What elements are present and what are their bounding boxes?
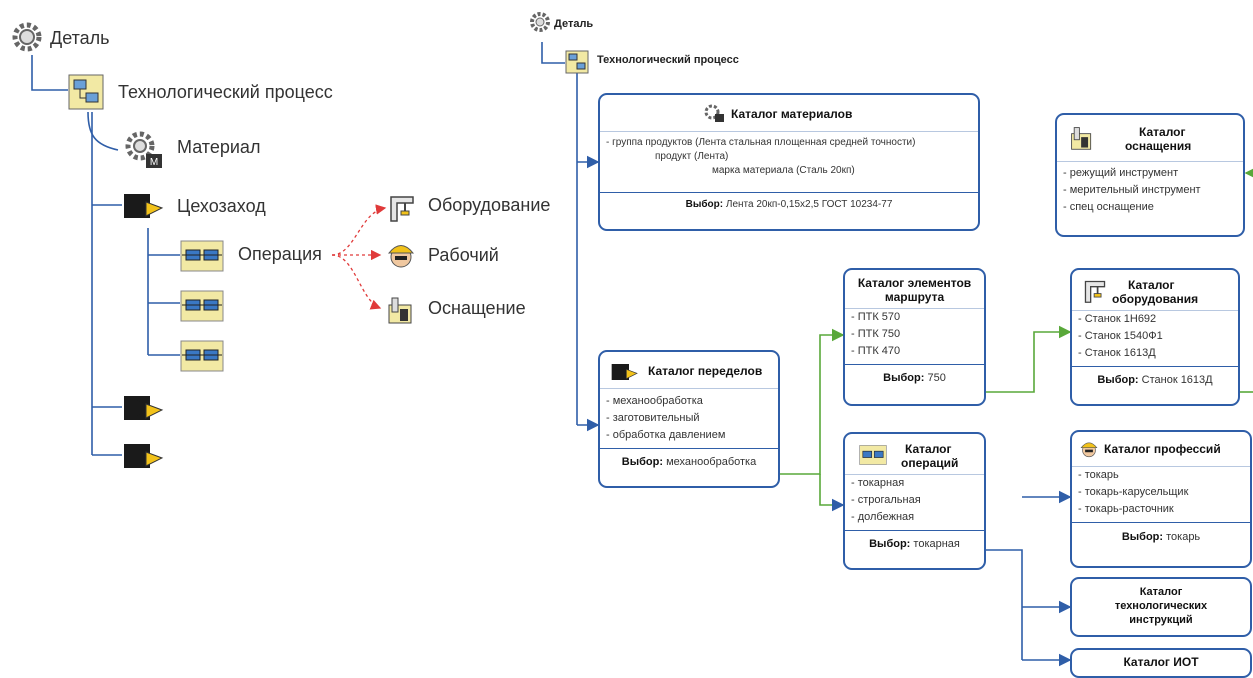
instructions-catalog-title-1: Каталог xyxy=(1139,586,1183,598)
professions-catalog: Каталог профессий - токарь - токарь-кару… xyxy=(1070,430,1252,568)
svg-text:M: M xyxy=(150,157,158,168)
stages-catalog: Каталог переделов - механообработка - за… xyxy=(598,350,780,488)
tooling-catalog-title-2: оснащения xyxy=(1125,139,1192,153)
equipment-catalog-title-2: оборудования xyxy=(1112,292,1199,306)
iot-catalog: Каталог ИОТ xyxy=(1070,648,1252,678)
instructions-catalog-title-3: инструкций xyxy=(1129,614,1193,626)
tooling-item-2: - мерительный инструмент xyxy=(1063,184,1201,196)
materials-line-2: продукт (Лента) xyxy=(655,151,729,162)
gear-icon-small xyxy=(528,10,552,39)
operations-item-2: - строгальная xyxy=(851,494,921,506)
operations-item-1: - токарная xyxy=(851,477,905,489)
tooling-catalog-icon xyxy=(1069,125,1095,156)
stages-item-2: - заготовительный xyxy=(606,412,700,424)
equipment-selection: Выбор: Станок 1613Д xyxy=(1097,374,1213,386)
route-catalog: Каталог элементов маршрута - ПТК 570 - П… xyxy=(843,268,986,406)
professions-item-1: - токарь xyxy=(1078,469,1119,481)
operations-item-3: - долбежная xyxy=(851,511,915,523)
process-label-small: Технологический процесс xyxy=(597,54,739,66)
operation-icon-2 xyxy=(180,290,224,327)
detail-label-small: Деталь xyxy=(554,18,594,30)
process-icon-small xyxy=(565,50,589,79)
equipment-catalog: Каталог оборудования - Станок 1Н692 - Ст… xyxy=(1070,268,1240,406)
process-icon xyxy=(68,74,104,115)
workshop-icon xyxy=(122,188,166,229)
process-label: Технологический процесс xyxy=(118,82,333,102)
operations-catalog-title-2: операций xyxy=(901,456,959,470)
tooling-catalog-title-1: Каталог xyxy=(1139,125,1186,139)
route-item-3: - ПТК 470 xyxy=(851,345,901,357)
materials-line-3: марка материала (Сталь 20кп) xyxy=(712,165,855,176)
operations-selection: Выбор: токарная xyxy=(869,538,960,550)
workshop-icon-3 xyxy=(122,438,166,479)
professions-item-3: - токарь-расточник xyxy=(1078,503,1174,515)
stages-item-3: - обработка давлением xyxy=(606,429,726,441)
operation-label: Операция xyxy=(238,244,322,264)
equipment-item-2: - Станок 1540Ф1 xyxy=(1078,330,1163,342)
materials-line-1: - группа продуктов (Лента стальная площе… xyxy=(606,137,916,148)
equipment-item-3: - Станок 1613Д xyxy=(1078,347,1156,359)
operations-catalog-icon xyxy=(859,444,887,471)
stages-item-1: - механообработка xyxy=(606,395,703,407)
workshop-label: Цехозаход xyxy=(177,196,266,216)
detail-label: Деталь xyxy=(50,28,110,48)
professions-catalog-title: Каталог профессий xyxy=(1104,442,1221,456)
material-label: Материал xyxy=(177,137,261,157)
iot-catalog-title: Каталог ИОТ xyxy=(1123,655,1199,669)
route-item-2: - ПТК 750 xyxy=(851,328,901,340)
tooling-catalog: Каталог оснащения - режущий инструмент -… xyxy=(1055,113,1245,237)
tooling-label: Оснащение xyxy=(428,298,526,318)
route-item-1: - ПТК 570 xyxy=(851,311,901,323)
professions-selection: Выбор: токарь xyxy=(1121,531,1201,543)
gear-icon xyxy=(10,20,44,59)
materials-catalog: Каталог материалов - группа продуктов (Л… xyxy=(598,93,980,231)
professions-catalog-icon xyxy=(1078,438,1100,465)
materials-catalog-header: Каталог материалов xyxy=(600,95,978,131)
route-catalog-title-1: Каталог элементов xyxy=(857,276,972,290)
instructions-catalog: Каталог технологических инструкций xyxy=(1070,577,1252,637)
equipment-catalog-title-1: Каталог xyxy=(1128,278,1175,292)
equipment-item-1: - Станок 1Н692 xyxy=(1078,313,1157,325)
worker-icon xyxy=(384,238,418,277)
material-icon: M xyxy=(122,128,166,177)
instructions-catalog-title-2: технологических xyxy=(1114,600,1208,612)
tooling-item-3: - спец оснащение xyxy=(1063,201,1154,213)
equipment-icon xyxy=(387,193,417,228)
operations-catalog: Каталог операций - токарная - строгальна… xyxy=(843,432,986,570)
route-catalog-title-2: маршрута xyxy=(884,290,945,304)
materials-catalog-title: Каталог материалов xyxy=(731,107,853,121)
stages-selection: Выбор: механообработка xyxy=(621,456,757,468)
operation-icon xyxy=(180,240,224,277)
tooling-item-1: - режущий инструмент xyxy=(1063,167,1179,179)
materials-selection: Выбор: Лента 20кп-0,15х2,5 ГОСТ 10234-77 xyxy=(685,199,893,210)
workshop-icon-2 xyxy=(122,390,166,431)
professions-item-2: - токарь-карусельщик xyxy=(1078,486,1189,498)
operations-catalog-title-1: Каталог xyxy=(905,442,952,456)
stages-catalog-title: Каталог переделов xyxy=(648,364,763,378)
stages-catalog-icon xyxy=(610,360,640,389)
worker-label: Рабочий xyxy=(428,245,499,265)
equipment-label: Оборудование xyxy=(428,195,551,215)
materials-gear-icon xyxy=(703,103,725,128)
operation-icon-3 xyxy=(180,340,224,377)
tooling-icon xyxy=(386,295,416,330)
route-selection: Выбор: 750 xyxy=(883,372,946,384)
equipment-catalog-icon xyxy=(1082,278,1108,309)
